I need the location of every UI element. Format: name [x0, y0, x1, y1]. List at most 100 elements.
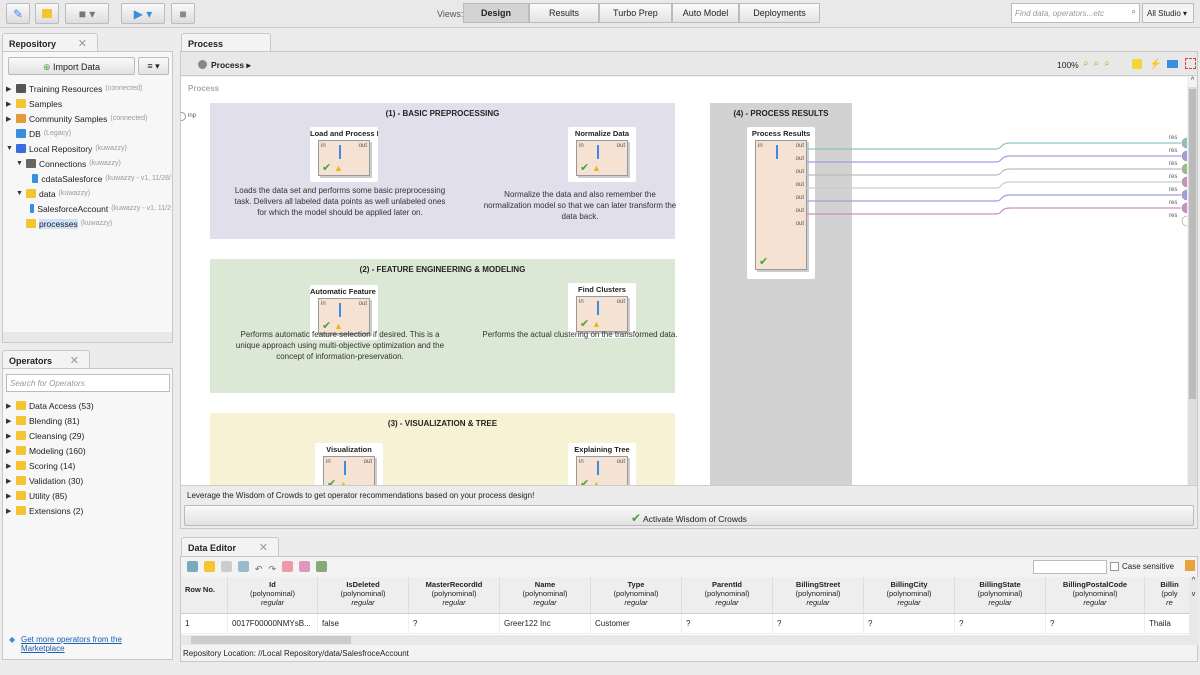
- view-auto-model[interactable]: Auto Model: [671, 3, 740, 23]
- table-cell[interactable]: 1: [181, 614, 228, 633]
- case-sensitive-checkbox[interactable]: [1110, 562, 1119, 571]
- view-results[interactable]: Results: [529, 3, 600, 23]
- expand-icon[interactable]: ▶: [6, 85, 12, 93]
- repository-item[interactable]: processes(kuwazzy): [6, 216, 171, 231]
- save-button[interactable]: ■ ▾: [65, 3, 109, 24]
- add-row-icon[interactable]: [282, 561, 294, 572]
- operator-group[interactable]: ▶Scoring (14): [6, 458, 171, 473]
- input-port[interactable]: in: [326, 459, 331, 465]
- column-header[interactable]: BillingPostalCode(polynominal)regular: [1046, 577, 1145, 613]
- open-button[interactable]: [35, 3, 59, 24]
- tab-process[interactable]: Process: [181, 33, 271, 52]
- expand-icon[interactable]: ▶: [6, 462, 12, 470]
- studio-select[interactable]: All Studio ▾: [1142, 3, 1194, 23]
- add-note-icon[interactable]: [1132, 59, 1142, 69]
- expand-icon[interactable]: ▶: [6, 447, 12, 455]
- input-port[interactable]: in: [579, 459, 584, 465]
- import-data-button[interactable]: ⊕ Import Data: [8, 57, 135, 75]
- repository-item[interactable]: ▼data(kuwazzy): [6, 186, 171, 201]
- output-port[interactable]: out: [795, 208, 804, 214]
- fit-icon[interactable]: [1185, 58, 1196, 69]
- repository-item[interactable]: ▶Community Samples(connected): [6, 111, 171, 126]
- grid-icon[interactable]: [187, 561, 198, 572]
- clear-icon[interactable]: [1185, 560, 1195, 571]
- output-port[interactable]: out: [616, 299, 625, 305]
- table-cell[interactable]: ?: [955, 614, 1046, 633]
- output-port[interactable]: out: [795, 195, 804, 201]
- expand-icon[interactable]: ▶: [6, 402, 12, 410]
- zoom-tools[interactable]: ⌕⌕⌕: [1083, 58, 1115, 69]
- input-port[interactable]: [181, 112, 186, 121]
- expand-icon[interactable]: ▶: [6, 507, 12, 515]
- table-cell[interactable]: Greer122 Inc: [500, 614, 591, 633]
- tab-repository[interactable]: Repository✕: [2, 33, 98, 52]
- expand-icon[interactable]: ▶: [6, 477, 12, 485]
- repository-item[interactable]: ▶Training Resources(connected): [6, 81, 171, 96]
- input-port[interactable]: in: [758, 143, 763, 149]
- column-header[interactable]: IsDeleted(polynominal)regular: [318, 577, 409, 613]
- layers-icon[interactable]: [1167, 60, 1178, 68]
- output-port[interactable]: out: [616, 459, 625, 465]
- output-port[interactable]: out: [363, 459, 372, 465]
- expand-icon[interactable]: ▶: [6, 432, 12, 440]
- auto-wire-icon[interactable]: ⚡: [1149, 59, 1162, 70]
- run-button[interactable]: ▶ ▾: [121, 3, 165, 24]
- filter-input[interactable]: [1033, 560, 1107, 574]
- table-cell[interactable]: Thaila: [1145, 614, 1189, 633]
- column-header[interactable]: Type(polynominal)regular: [591, 577, 682, 613]
- input-port[interactable]: in: [321, 301, 326, 307]
- view-turbo-prep[interactable]: Turbo Prep: [599, 3, 672, 23]
- expand-icon[interactable]: ▶: [6, 100, 12, 108]
- marketplace-link[interactable]: ◆Get more operators from the Marketplace: [9, 635, 159, 653]
- operator-group[interactable]: ▶Validation (30): [6, 473, 171, 488]
- breadcrumb[interactable]: Process ▸: [211, 60, 251, 70]
- column-header[interactable]: MasterRecordId(polynominal)regular: [409, 577, 500, 613]
- global-search-input[interactable]: Find data, operators...etc⌕: [1011, 3, 1140, 23]
- expand-icon[interactable]: ▶: [6, 417, 12, 425]
- output-port[interactable]: out: [795, 156, 804, 162]
- save-icon[interactable]: [221, 561, 232, 572]
- close-icon[interactable]: ✕: [77, 38, 87, 50]
- output-port[interactable]: out: [795, 169, 804, 175]
- new-process-button[interactable]: ✎: [6, 3, 30, 24]
- column-header[interactable]: Id(polynominal)regular: [228, 577, 318, 613]
- table-cell[interactable]: ?: [1046, 614, 1145, 633]
- operator-group[interactable]: ▶Utility (85): [6, 488, 171, 503]
- undo-icon[interactable]: ↶: [255, 564, 263, 574]
- add-column-icon[interactable]: [299, 561, 311, 572]
- column-header[interactable]: BillingStreet(polynominal)regular: [773, 577, 864, 613]
- table-cell[interactable]: false: [318, 614, 409, 633]
- column-header[interactable]: BillingState(polynominal)regular: [955, 577, 1046, 613]
- table-cell[interactable]: ?: [409, 614, 500, 633]
- repository-menu-button[interactable]: ≡ ▾: [138, 57, 169, 75]
- repository-item[interactable]: SalesforceAccount(kuwazzy - v1, 11/2: [6, 201, 171, 216]
- expand-icon[interactable]: ▶: [6, 115, 12, 123]
- expand-icon[interactable]: ▼: [6, 145, 13, 152]
- column-header[interactable]: Row No.: [181, 577, 228, 613]
- table-cell[interactable]: ?: [773, 614, 864, 633]
- view-design[interactable]: Design: [463, 3, 530, 23]
- open-icon[interactable]: [204, 561, 215, 572]
- close-icon[interactable]: ✕: [258, 542, 268, 554]
- table-cell[interactable]: ?: [864, 614, 955, 633]
- operator-group[interactable]: ▶Extensions (2): [6, 503, 171, 518]
- output-port[interactable]: out: [616, 143, 625, 149]
- output-port[interactable]: out: [358, 301, 367, 307]
- repository-item[interactable]: DB(Legacy): [6, 126, 171, 141]
- input-port[interactable]: in: [321, 143, 326, 149]
- output-port[interactable]: out: [795, 221, 804, 227]
- operator-search-input[interactable]: Search for Operators: [6, 374, 170, 392]
- repository-item[interactable]: ▶Samples: [6, 96, 171, 111]
- table-cell[interactable]: Customer: [591, 614, 682, 633]
- repository-item[interactable]: ▼Connections(kuwazzy): [6, 156, 171, 171]
- redo-icon[interactable]: ↷: [268, 564, 277, 574]
- tab-data-editor[interactable]: Data Editor✕: [181, 537, 279, 556]
- operator-group[interactable]: ▶Data Access (53): [6, 398, 171, 413]
- column-header[interactable]: BillingCity(polynominal)regular: [864, 577, 955, 613]
- expand-icon[interactable]: ▼: [16, 190, 23, 197]
- output-port[interactable]: out: [795, 143, 804, 149]
